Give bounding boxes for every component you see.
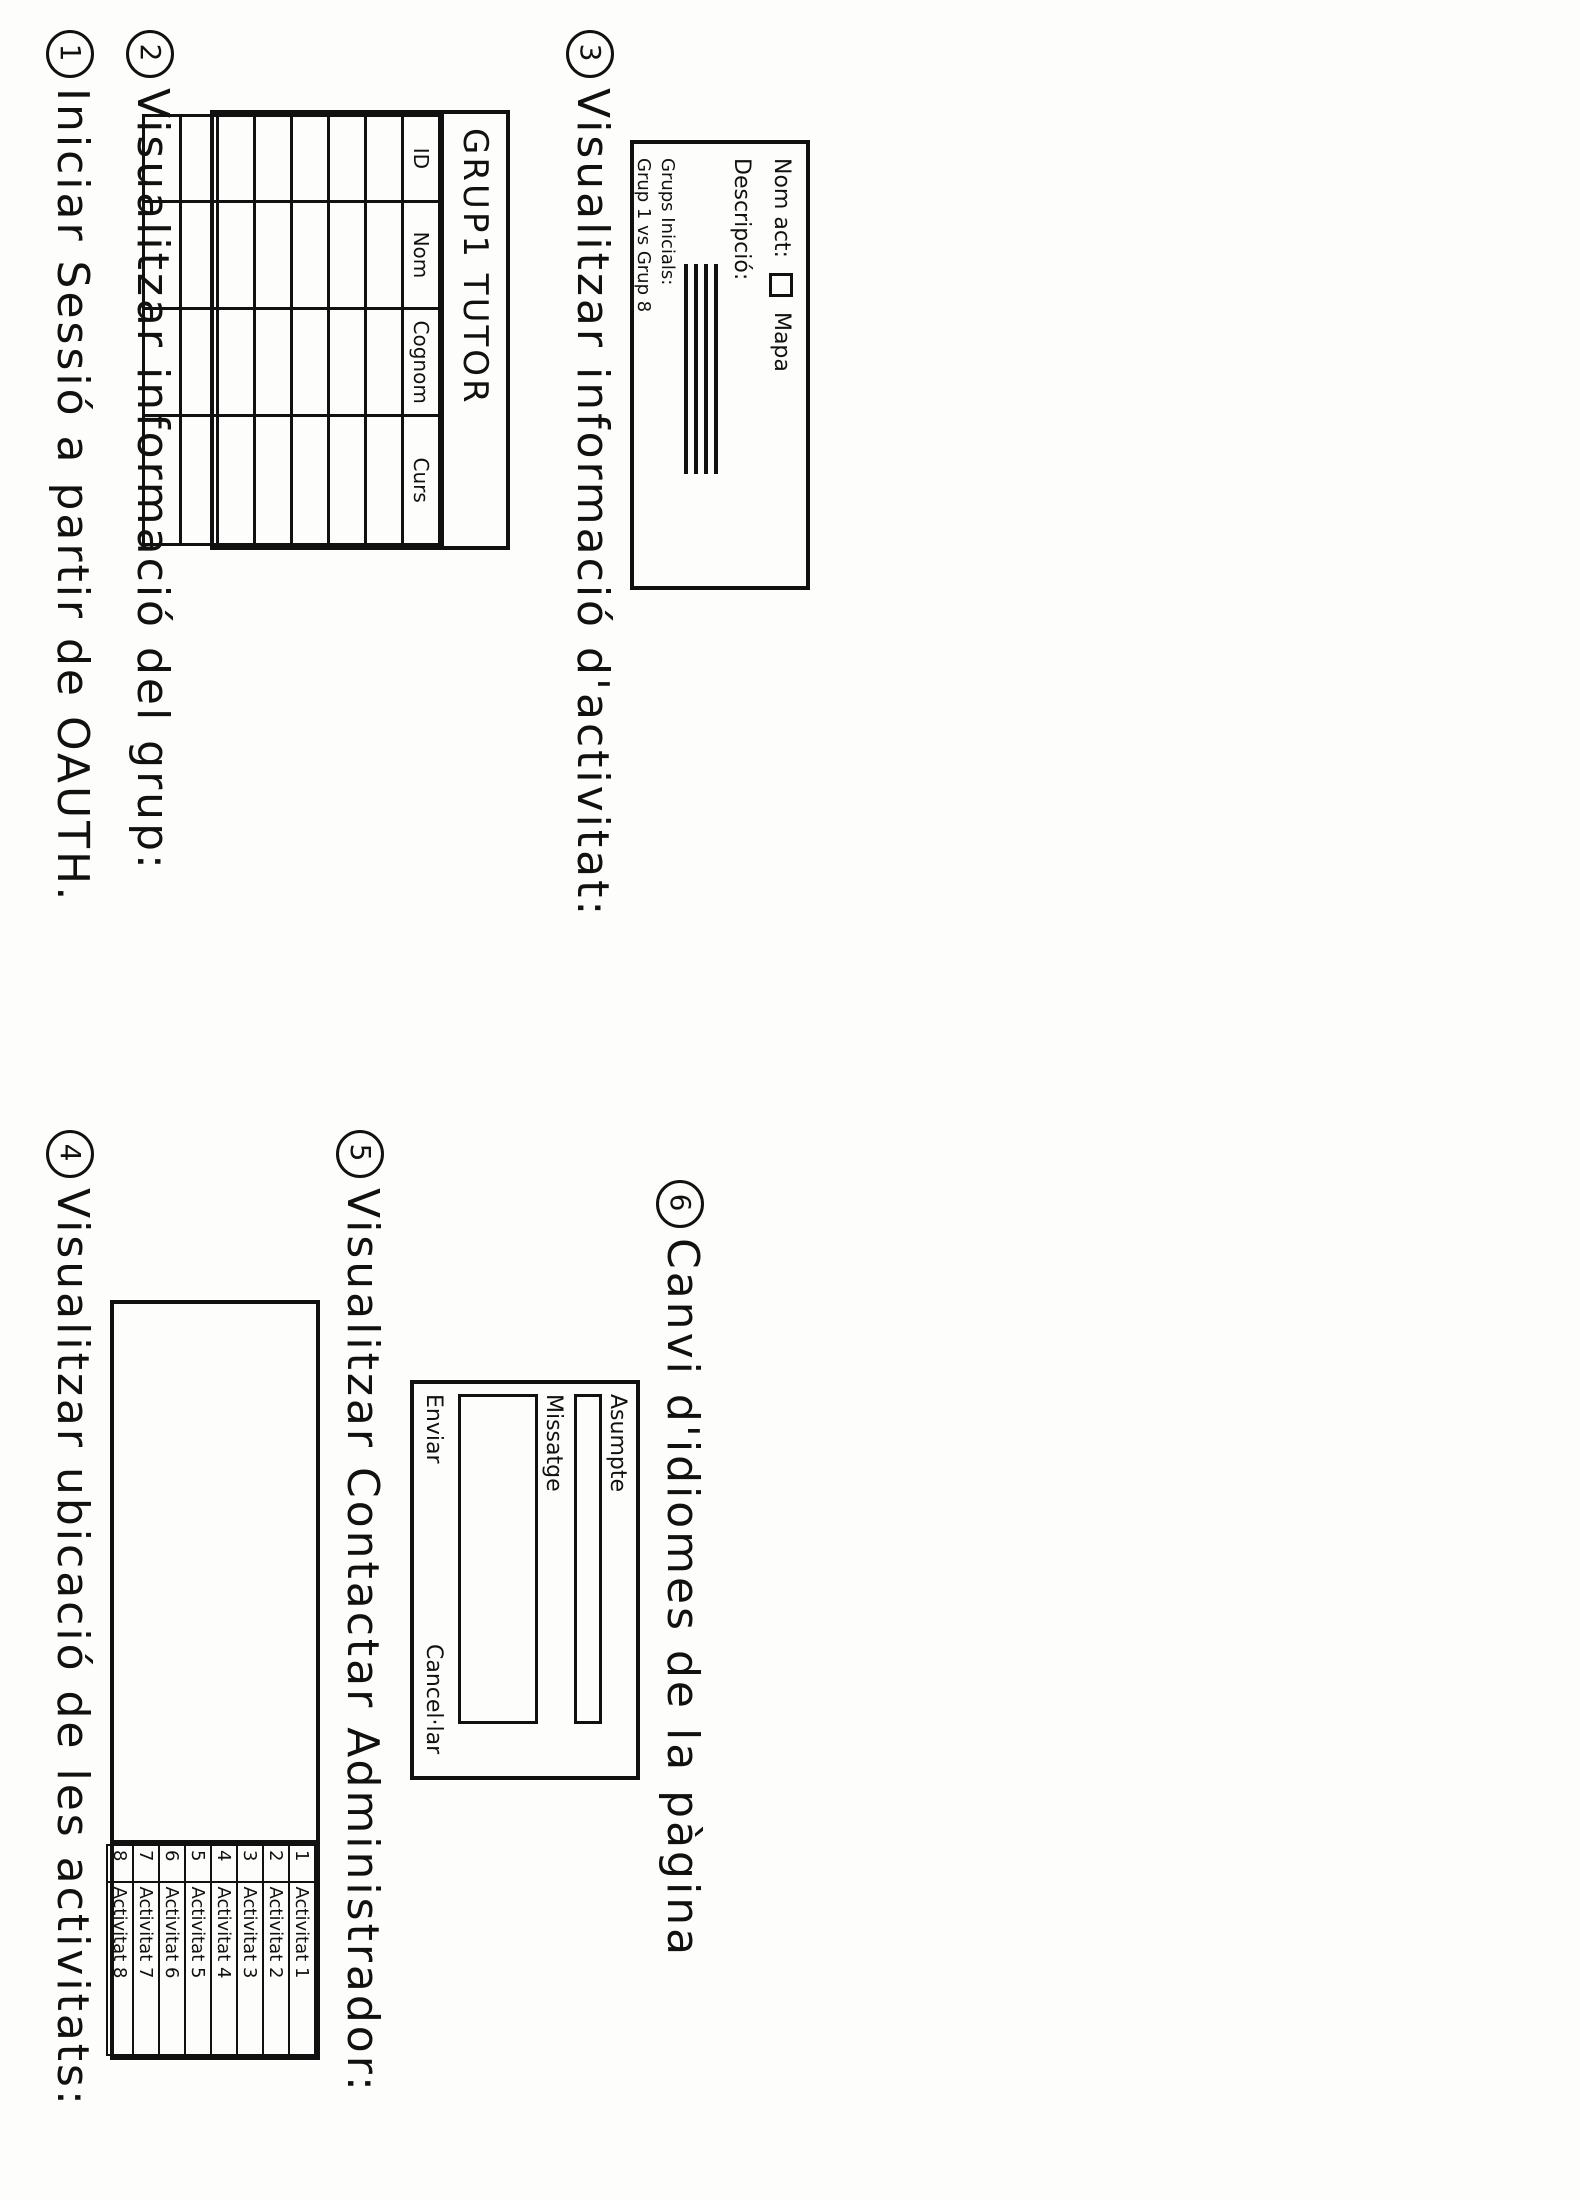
initial-groups-label: Grups Inicials: <box>657 158 678 286</box>
section-title: Visualitzar ubicació de les activitats: <box>47 1188 98 2108</box>
description-line <box>714 264 718 474</box>
header-nom: Nom <box>402 201 440 309</box>
activity-info-wireframe: Nom act: Mapa Descripció: Grups Inicials… <box>630 140 810 590</box>
subject-label: Asumpte <box>605 1394 630 1493</box>
section-number: 2 <box>126 30 174 78</box>
activity-name-label: Nom act: <box>769 158 794 258</box>
table-row <box>180 115 218 545</box>
group-table-title: GRUP1 TUTOR <box>441 114 506 546</box>
table-header-row: ID Nom Cognom Curs <box>402 115 440 545</box>
header-id: ID <box>402 115 440 202</box>
contact-form-wireframe: Asumpte Missatge Enviar Cancel·lar <box>410 1380 640 1780</box>
section-4-heading: 4Visualitzar ubicació de les activitats: <box>44 1130 100 2108</box>
section-title: Visualitzar informació d'activitat: <box>567 88 618 919</box>
table-row <box>217 115 255 545</box>
section-1-heading: 1Iniciar Sessió a partir de OAUTH. <box>44 30 100 903</box>
section-number: 1 <box>46 30 94 78</box>
table-row <box>291 115 329 545</box>
map-label: Mapa <box>769 311 794 372</box>
send-button[interactable]: Enviar <box>421 1394 446 1464</box>
description-line <box>684 264 688 474</box>
table-row <box>254 115 292 545</box>
table-row <box>328 115 366 545</box>
section-number: 5 <box>336 1130 384 1178</box>
cancel-button[interactable]: Cancel·lar <box>421 1644 446 1755</box>
section-number: 4 <box>46 1130 94 1178</box>
section-3-heading: 3Visualitzar informació d'activitat: <box>564 30 620 918</box>
section-5-heading: 5Visualitzar Contactar Administrador: <box>334 1130 390 2094</box>
subject-input[interactable] <box>574 1394 602 1724</box>
table-row <box>143 115 181 545</box>
description-line <box>694 264 698 474</box>
group-table: ID Nom Cognom Curs <box>142 114 441 546</box>
section-number: 3 <box>566 30 614 78</box>
section-number: 6 <box>656 1180 704 1228</box>
map-area[interactable] <box>114 1304 316 1844</box>
header-curs: Curs <box>402 415 440 545</box>
section-6-heading: 6Canvi d'idiomes de la pàgina <box>654 1180 710 1958</box>
section-title: Visualitzar Contactar Administrador: <box>337 1188 388 2094</box>
description-label: Descripció: <box>729 158 754 281</box>
groups-value: Grup 1 vs Grup 8 <box>633 158 654 313</box>
message-textarea[interactable] <box>458 1394 538 1724</box>
activity-name-row: Nom act: Mapa <box>769 158 794 372</box>
section-title: Canvi d'idiomes de la pàgina <box>657 1238 708 1959</box>
description-line <box>704 264 708 474</box>
map-checkbox[interactable] <box>769 272 793 297</box>
section-title: Iniciar Sessió a partir de OAUTH. <box>47 88 98 904</box>
header-cognom: Cognom <box>402 308 440 416</box>
table-row <box>365 115 403 545</box>
message-label: Missatge <box>541 1394 566 1492</box>
group-table-wireframe: GRUP1 TUTOR ID Nom Cognom Curs <box>143 110 510 550</box>
